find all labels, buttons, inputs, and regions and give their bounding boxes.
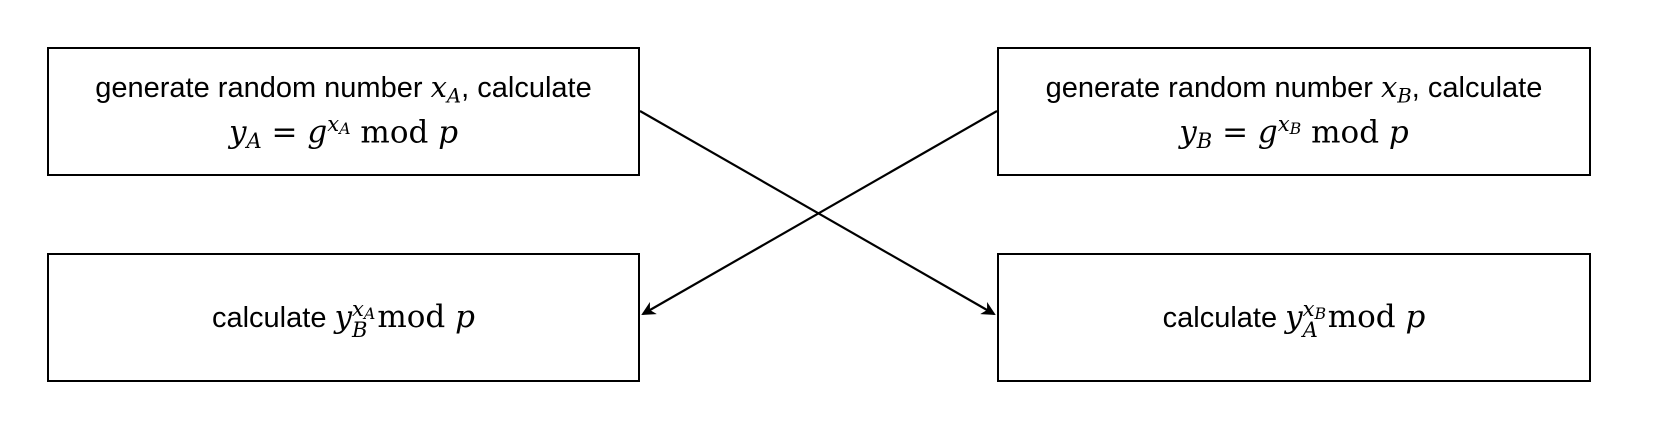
generate-a-suffix: , calculate bbox=[461, 71, 592, 104]
generate-b-suffix: , calculate bbox=[1411, 71, 1543, 104]
var-y-a: yA bbox=[228, 114, 262, 154]
exponent-subscript: A bbox=[363, 303, 376, 323]
x-symbol: x bbox=[430, 69, 447, 104]
g-symbol: g bbox=[1257, 114, 1278, 151]
mod-operator: mod bbox=[1327, 299, 1396, 336]
exponent: xB bbox=[1277, 110, 1302, 138]
x-symbol: x bbox=[1380, 69, 1398, 104]
mod-operator: mod bbox=[360, 114, 429, 151]
x-subscript: A bbox=[446, 84, 462, 108]
mod-operator: mod bbox=[1311, 114, 1380, 151]
g-symbol: g bbox=[307, 114, 328, 151]
exponent-symbol: x bbox=[1302, 295, 1315, 321]
exponent-subscript: B bbox=[1314, 303, 1327, 323]
exponent-symbol: x bbox=[1277, 110, 1290, 136]
calculate-b-prefix: calculate bbox=[1162, 302, 1286, 335]
var-p: p bbox=[1405, 299, 1426, 336]
var-x-a: xA bbox=[430, 69, 462, 108]
exponent-symbol: x bbox=[327, 110, 340, 136]
var-x-b: xB bbox=[1380, 69, 1412, 108]
y-subscript: B bbox=[352, 316, 368, 342]
y-symbol: y bbox=[1285, 299, 1303, 336]
y-symbol: y bbox=[334, 299, 353, 336]
box-generate-b-formula: yB = gxB mod p bbox=[1179, 111, 1409, 155]
exponent-symbol: x bbox=[352, 295, 364, 321]
exponent: xB bbox=[1302, 295, 1327, 323]
equals-sign: = bbox=[1212, 114, 1258, 151]
var-y-b: yB bbox=[1179, 114, 1213, 154]
x-subscript: B bbox=[1397, 84, 1412, 108]
var-g: gxB bbox=[1257, 110, 1302, 151]
box-generate-a: generate random number xA, calculate yA … bbox=[47, 47, 640, 176]
box-generate-a-line1: generate random number xA, calculate bbox=[95, 69, 591, 109]
exponent: xA bbox=[352, 295, 376, 323]
arrow-a-to-b bbox=[639, 110, 996, 315]
var-p: p bbox=[438, 114, 459, 151]
exponent: xA bbox=[327, 110, 351, 138]
arrow-b-to-a bbox=[641, 110, 998, 315]
var-g: gxA bbox=[307, 110, 351, 151]
generate-b-prefix: generate random number bbox=[1045, 71, 1381, 104]
generate-a-prefix: generate random number bbox=[95, 71, 431, 104]
y-subscript: A bbox=[246, 128, 262, 154]
var-p: p bbox=[1388, 114, 1409, 151]
box-generate-b-line1: generate random number xB, calculate bbox=[1046, 69, 1543, 109]
equals-sign: = bbox=[261, 114, 308, 151]
y-symbol: y bbox=[1179, 114, 1197, 151]
mod-operator: mod bbox=[377, 299, 446, 336]
calculate-a-prefix: calculate bbox=[211, 302, 335, 335]
var-p: p bbox=[455, 299, 475, 336]
y-subscript: A bbox=[1302, 316, 1318, 342]
box-generate-a-formula: yA = gxA mod p bbox=[229, 111, 458, 155]
y-subscript: B bbox=[1196, 128, 1213, 154]
y-symbol: y bbox=[228, 114, 247, 151]
exponent-subscript: A bbox=[339, 118, 351, 138]
box-generate-b: generate random number xB, calculate yB … bbox=[997, 47, 1591, 176]
exponent-subscript: B bbox=[1289, 118, 1302, 138]
